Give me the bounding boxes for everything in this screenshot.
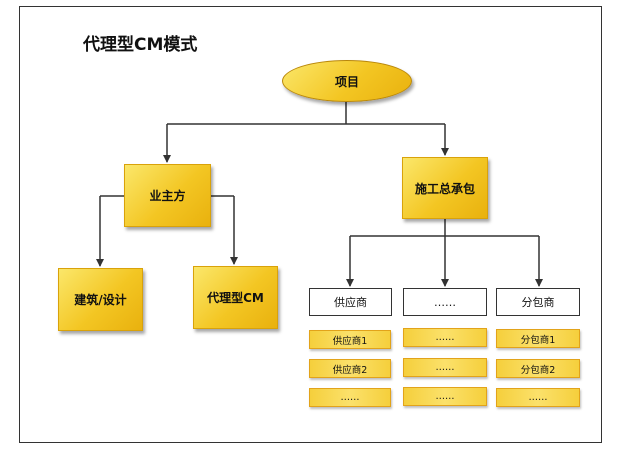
subcontractor-item: 分包商1 — [496, 329, 580, 348]
middle-item: …… — [403, 358, 487, 377]
middle-item: …… — [403, 328, 487, 347]
column-header-supplier: 供应商 — [309, 288, 392, 316]
supplier-item: 供应商2 — [309, 359, 391, 378]
node-architect-design: 建筑/设计 — [58, 268, 143, 331]
subcontractor-item: 分包商2 — [496, 359, 580, 378]
diagram-title: 代理型CM模式 — [83, 35, 198, 55]
node-general-contractor: 施工总承包 — [402, 157, 488, 219]
node-owner: 业主方 — [124, 164, 211, 227]
root-node-project: 项目 — [282, 60, 412, 102]
supplier-item: …… — [309, 388, 391, 407]
subcontractor-item: …… — [496, 388, 580, 407]
column-header-middle: …… — [403, 288, 487, 316]
node-cm-agent: 代理型CM — [193, 266, 278, 329]
supplier-item: 供应商1 — [309, 330, 391, 349]
middle-item: …… — [403, 387, 487, 406]
column-header-subcontractor: 分包商 — [496, 288, 580, 316]
